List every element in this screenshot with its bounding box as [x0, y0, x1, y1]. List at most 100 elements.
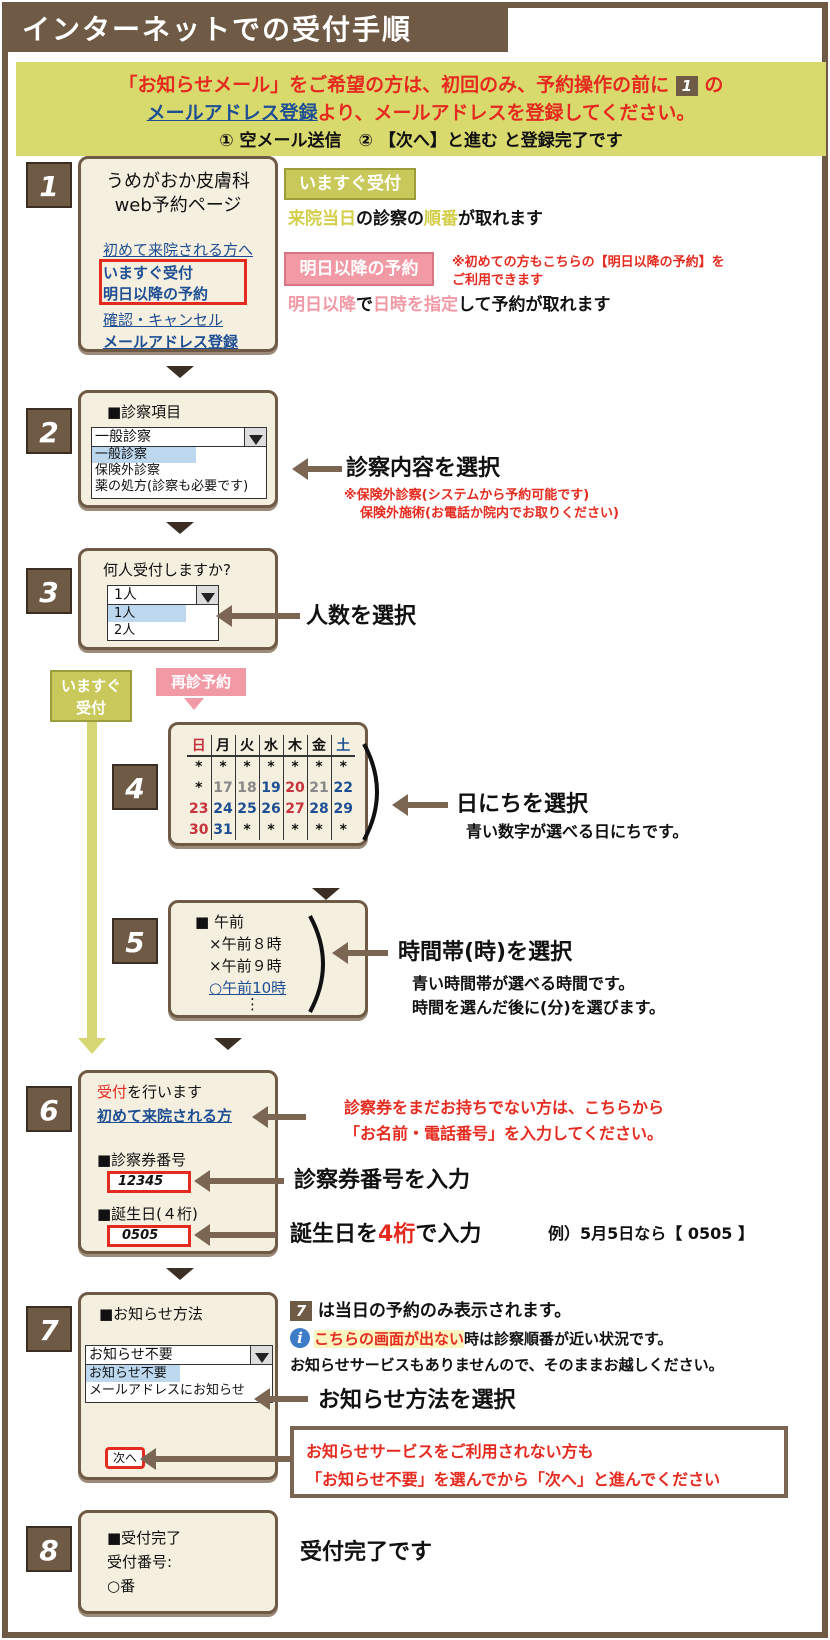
- more-icon: ⋮: [245, 995, 260, 1013]
- time-slot-available[interactable]: ○午前10時: [209, 979, 287, 997]
- notify-option[interactable]: お知らせ不要: [86, 1365, 180, 1382]
- calendar-day: 18: [235, 777, 260, 798]
- pointer-arrow-icon: [194, 1224, 276, 1246]
- calendar-day[interactable]: 29: [333, 800, 353, 817]
- weekday-label: 金: [307, 735, 332, 757]
- pointer-arrow-icon: [332, 942, 388, 964]
- first-visit-link[interactable]: 初めて来院される方: [97, 1107, 233, 1125]
- chevron-down-icon: [250, 1346, 272, 1364]
- calendar-day: 30: [187, 819, 212, 840]
- exam-option[interactable]: 薬の処方(診察も必要です): [95, 479, 249, 494]
- pointer-arrow-icon: [392, 794, 448, 816]
- calendar-day[interactable]: 31: [211, 819, 236, 840]
- step-number-5: 5: [112, 918, 158, 964]
- calendar-day: *: [235, 819, 260, 840]
- pointer-arrow-icon: [292, 458, 342, 480]
- step4-description: 青い数字が選べる日にちです。: [466, 822, 689, 841]
- birthday-input[interactable]: 0505: [107, 1225, 191, 1247]
- calendar-day: *: [187, 777, 212, 798]
- menu-future[interactable]: 明日以降の予約: [103, 285, 209, 303]
- calendar-day[interactable]: 24: [211, 798, 236, 819]
- step5-heading: 時間帯(時)を選択: [398, 940, 573, 965]
- notice-line-2: メールアドレス登録より、メールアドレスを登録してください。: [146, 102, 696, 124]
- exam-item-label: ■診察項目: [107, 403, 182, 421]
- calendar-day: *: [259, 756, 284, 777]
- down-arrow-5: [214, 1038, 242, 1050]
- step-number-2: 2: [26, 408, 72, 454]
- calendar-day[interactable]: 26: [259, 798, 284, 819]
- notify-option[interactable]: メールアドレスにお知らせ: [89, 1383, 245, 1398]
- card-number-input[interactable]: 12345: [107, 1171, 191, 1193]
- calendar-day: *: [307, 819, 332, 840]
- highlight-box: [99, 259, 247, 305]
- calendar-day: *: [259, 819, 284, 840]
- next-button[interactable]: 次へ: [105, 1447, 145, 1469]
- info-icon: i: [290, 1328, 310, 1348]
- step6-note-1: 診察券をまだお持ちでない方は、こちらから: [344, 1098, 665, 1117]
- notify-select[interactable]: お知らせ不要: [85, 1345, 273, 1365]
- calendar-bracket-icon: [362, 743, 379, 841]
- calendar-day: 23: [187, 798, 212, 819]
- menu-email-register[interactable]: メールアドレス登録: [103, 333, 239, 351]
- reception-number-value: ○番: [107, 1577, 136, 1595]
- step1-phone-screen: うめがおか皮膚科 web予約ページ 初めて来院される方へ いますぐ受付 明日以降…: [78, 156, 278, 352]
- calendar-day: 20: [283, 777, 308, 798]
- step2-phone-screen: ■診察項目 一般診察 一般診察 保険外診察 薬の処方(診察も必要です): [78, 390, 278, 508]
- menu-confirm-cancel[interactable]: 確認・キャンセル: [103, 311, 224, 329]
- people-options-list: 1人 2人: [107, 605, 219, 641]
- time-bracket-icon: [308, 915, 325, 1013]
- exam-options-list: 一般診察 保険外診察 薬の処方(診察も必要です): [91, 447, 267, 499]
- page-title: インターネットでの受付手順: [8, 8, 508, 52]
- weekday-label: 月: [211, 735, 236, 757]
- step5-desc-2: 時間を選んだ後に(分)を選びます。: [412, 998, 666, 1017]
- step6-phone-screen: 受付を行います 初めて来院される方 ■診察券番号 12345 ■誕生日(４桁) …: [78, 1070, 278, 1254]
- step8-heading: 受付完了です: [300, 1540, 433, 1565]
- exam-select[interactable]: 一般診察: [91, 427, 267, 447]
- birthday-label: ■誕生日(４桁): [97, 1205, 198, 1223]
- step7-heading: お知らせ方法を選択: [318, 1388, 516, 1413]
- menu-first-visit[interactable]: 初めて来院される方へ: [103, 241, 254, 259]
- calendar-day[interactable]: 22: [333, 779, 353, 796]
- weekday-label: 土: [331, 735, 355, 757]
- notify-options-list: お知らせ不要 メールアドレスにお知らせ: [85, 1365, 273, 1403]
- branch-now-badge: いますぐ受付: [50, 670, 132, 722]
- step-number-3: 3: [26, 568, 72, 614]
- step7-box-line-1: お知らせサービスをご利用されない方も: [306, 1442, 594, 1461]
- calendar-day: 27: [283, 798, 308, 819]
- down-arrow-1: [166, 366, 194, 378]
- calendar-day[interactable]: 25: [235, 798, 260, 819]
- calendar-day[interactable]: 28: [307, 798, 332, 819]
- step-chip-7: 7: [290, 1301, 312, 1321]
- card-number-label: ■診察券番号: [97, 1151, 187, 1169]
- step-number-6: 6: [26, 1086, 72, 1132]
- menu-now[interactable]: いますぐ受付: [103, 264, 194, 282]
- email-register-link[interactable]: メールアドレス登録: [146, 102, 318, 124]
- step-number-4: 4: [112, 764, 158, 810]
- people-option[interactable]: 2人: [114, 623, 136, 638]
- step4-phone-screen: 日 月 火 水 木 金 土 * * * * * * * * 17 18: [168, 722, 368, 846]
- exam-option[interactable]: 一般診察: [92, 447, 196, 463]
- weekday-label: 水: [259, 735, 284, 757]
- reception-line: 受付を行います: [97, 1083, 203, 1101]
- step8-phone-screen: ■受付完了 受付番号: ○番: [78, 1510, 278, 1614]
- step7-box-line-2: 「お知らせ不要」を選んでから「次へ」と進んでください: [306, 1470, 721, 1489]
- calendar-day[interactable]: 19: [259, 777, 284, 798]
- pointer-arrow-icon: [140, 1448, 290, 1470]
- weekday-label: 木: [283, 735, 308, 757]
- badge-future: 明日以降の予約: [284, 252, 434, 286]
- step7-note-top: 7 は当日の予約のみ表示されます。: [290, 1296, 571, 1321]
- exam-option[interactable]: 保険外診察: [95, 463, 161, 478]
- weekday-label: 火: [235, 735, 260, 757]
- branch-now-line: [87, 722, 97, 1042]
- people-select[interactable]: 1人: [107, 585, 219, 605]
- calendar-day: *: [339, 759, 347, 775]
- future-note-1: ※初めての方もこちらの【明日以降の予約】を: [452, 255, 725, 270]
- birthday-heading: 誕生日を4桁で入力: [290, 1222, 482, 1247]
- people-option[interactable]: 1人: [108, 605, 186, 622]
- weekday-label: 日: [187, 735, 212, 757]
- step5-phone-screen: ■ 午前 ×午前８時 ×午前９時 ○午前10時 ⋮: [168, 900, 368, 1018]
- step2-note-1: ※保険外診察(システムから予約可能です): [344, 488, 590, 503]
- birthday-example: 例）5月5日なら【 0505 】: [548, 1224, 754, 1243]
- card-heading: 診察券番号を入力: [294, 1168, 471, 1193]
